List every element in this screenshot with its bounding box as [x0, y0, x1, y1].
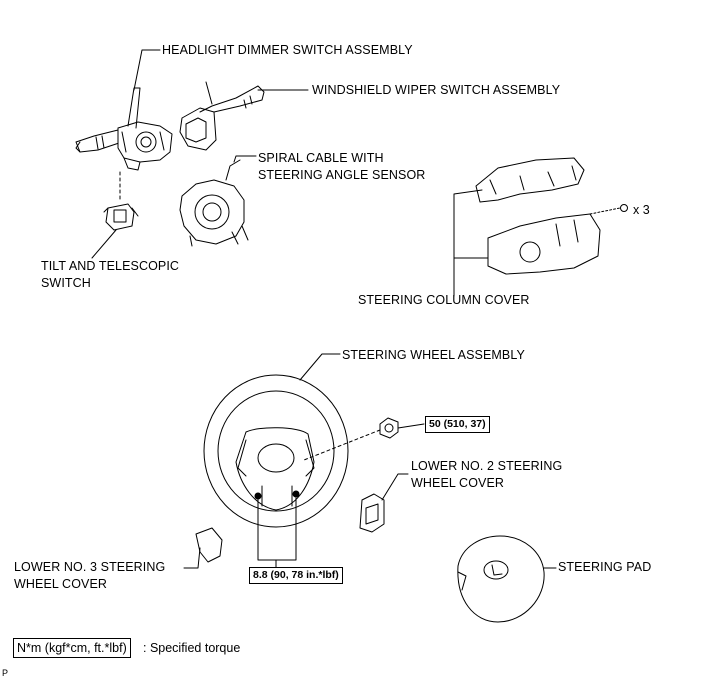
steering-column-cover-part [475, 157, 628, 275]
headlight-dimmer-text: HEADLIGHT DIMMER SWITCH ASSEMBLY [162, 43, 413, 57]
lower-no3-text-1: LOWER NO. 3 STEERING [14, 560, 166, 574]
steering-wheel-text: STEERING WHEEL ASSEMBLY [342, 348, 525, 362]
spiral-cable-text-1: SPIRAL CABLE WITH [258, 151, 384, 165]
column-cover-label: STEERING COLUMN COVER [358, 292, 530, 309]
bolt-torque-box: 8.8 (90, 78 in.*lbf) [249, 567, 343, 584]
spiral-cable-part [179, 159, 249, 247]
lower-no2-text-1: LOWER NO. 2 STEERING [411, 459, 563, 473]
lower-no3-cover-part [195, 527, 223, 563]
tilt-switch-text-1: TILT AND TELESCOPIC [41, 259, 180, 273]
leader-lines [91, 49, 557, 569]
screw-quantity: x 3 [633, 203, 650, 217]
column-cover-text: STEERING COLUMN COVER [358, 293, 530, 307]
lower-no2-text-2: WHEEL COVER [411, 476, 505, 490]
legend-unit-box: N*m (kgf*cm, ft.*lbf) [13, 638, 131, 658]
lower-no2-cover-part [359, 493, 385, 533]
figure-code: P [2, 668, 9, 678]
lower-no3-text-2: WHEEL COVER [14, 577, 108, 591]
steering-pad-text: STEERING PAD [558, 560, 652, 574]
headlight-dimmer-label: HEADLIGHT DIMMER SWITCH ASSEMBLY [162, 42, 413, 59]
tilt-switch-label: TILT AND TELESCOPIC SWITCH [41, 258, 179, 292]
steering-wheel-nut-part [379, 417, 399, 439]
steering-wheel-label: STEERING WHEEL ASSEMBLY [342, 347, 525, 364]
steering-pad-part [457, 535, 545, 623]
headlight-dimmer-switch-part [75, 87, 173, 171]
steering-wheel-part [203, 374, 349, 528]
lower-no2-label: LOWER NO. 2 STEERING WHEEL COVER [411, 458, 562, 492]
steering-pad-label: STEERING PAD [558, 559, 651, 576]
legend-description: : Specified torque [143, 641, 241, 655]
lower-no3-label: LOWER NO. 3 STEERING WHEEL COVER [14, 559, 165, 593]
tilt-switch-text-2: SWITCH [41, 276, 91, 290]
windshield-wiper-text: WINDSHIELD WIPER SWITCH ASSEMBLY [312, 83, 561, 97]
windshield-wiper-label: WINDSHIELD WIPER SWITCH ASSEMBLY [312, 82, 560, 99]
tilt-telescopic-switch-part [103, 203, 139, 231]
nut-torque-box: 50 (510, 37) [425, 416, 490, 433]
windshield-wiper-switch-part [179, 81, 265, 151]
spiral-cable-label: SPIRAL CABLE WITH STEERING ANGLE SENSOR [258, 150, 425, 184]
spiral-cable-text-2: STEERING ANGLE SENSOR [258, 168, 426, 182]
